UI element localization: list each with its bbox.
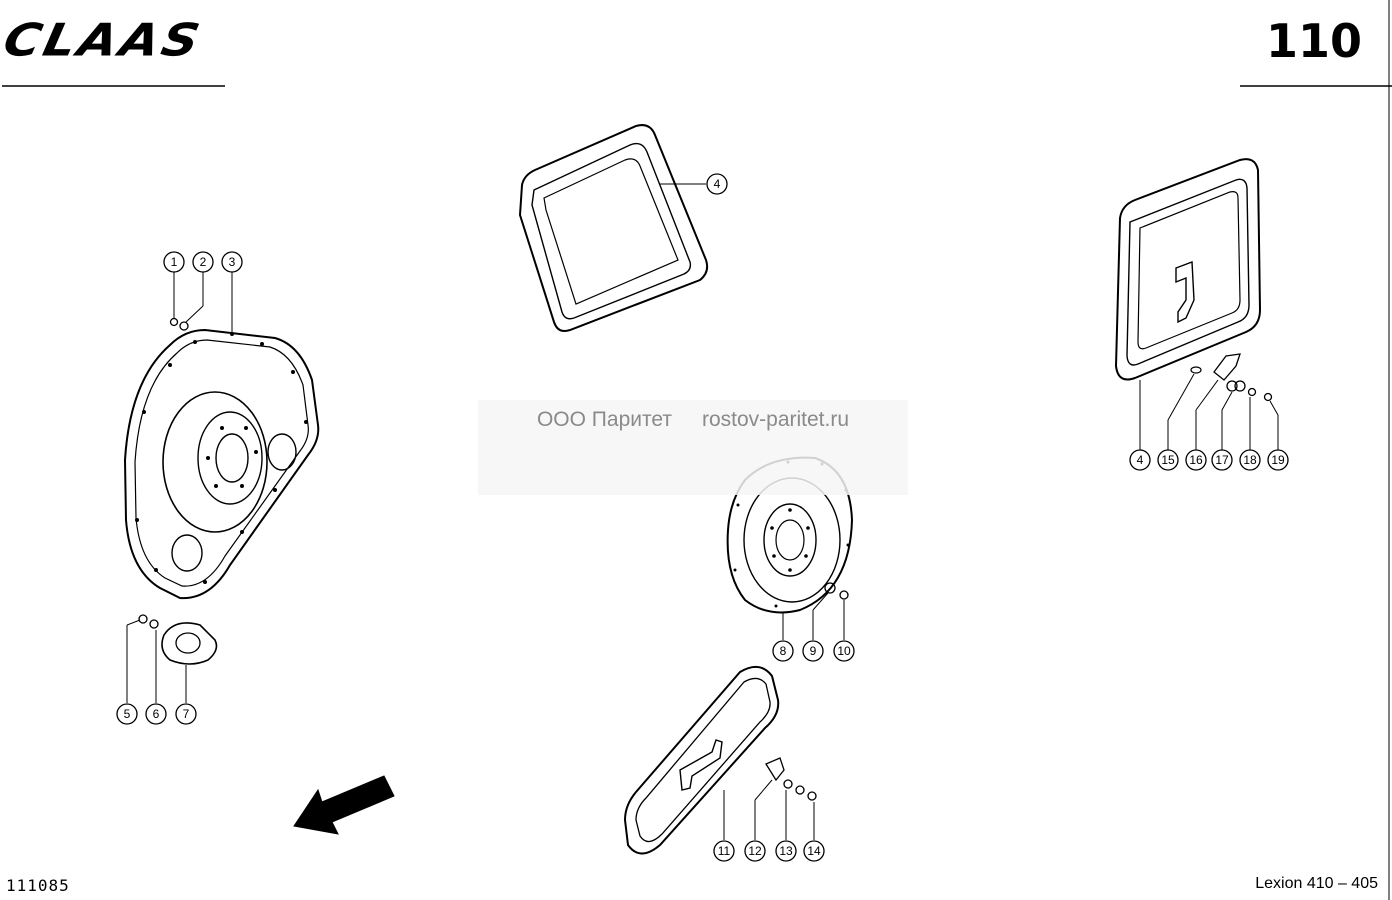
svg-text:4: 4 xyxy=(714,177,721,191)
callout-8: 8 xyxy=(772,640,794,662)
callout-7: 7 xyxy=(175,703,197,725)
latch-16 xyxy=(1213,353,1241,381)
callout-6: 6 xyxy=(145,703,167,725)
washer-2 xyxy=(179,321,189,331)
svg-text:6: 6 xyxy=(153,707,160,721)
watermark-company: ООО Паритет xyxy=(536,408,672,431)
door-panel-right xyxy=(1114,158,1262,381)
direction-arrow-icon xyxy=(293,775,395,835)
svg-text:13: 13 xyxy=(779,844,793,858)
svg-text:18: 18 xyxy=(1243,453,1257,467)
gasket-top xyxy=(518,124,709,332)
svg-text:9: 9 xyxy=(810,644,817,658)
latch-12 xyxy=(765,757,785,782)
washer-6 xyxy=(149,619,159,629)
callout-4-right: 4 xyxy=(1129,449,1151,471)
watermark-site: rostov-paritet.ru xyxy=(701,408,850,431)
doc-code: 111085 xyxy=(6,876,70,895)
svg-text:2: 2 xyxy=(200,255,207,269)
svg-text:11: 11 xyxy=(718,844,731,858)
callout-3: 3 xyxy=(221,251,243,273)
nut-1 xyxy=(169,317,179,327)
svg-text:7: 7 xyxy=(183,707,190,721)
svg-text:1: 1 xyxy=(171,255,178,269)
callout-10: 10 xyxy=(833,640,855,662)
svg-text:10: 10 xyxy=(837,644,851,658)
callout-5: 5 xyxy=(116,703,138,725)
callout-1: 1 xyxy=(163,251,185,273)
callout-19: 19 xyxy=(1267,449,1289,471)
callout-18: 18 xyxy=(1239,449,1261,471)
model-label: Lexion 410 – 405 xyxy=(1255,875,1378,892)
svg-text:4: 4 xyxy=(1137,453,1144,467)
page-number: 110 xyxy=(1265,14,1362,68)
callout-13: 13 xyxy=(775,840,797,862)
svg-text:5: 5 xyxy=(124,707,131,721)
callout-17: 17 xyxy=(1211,449,1233,471)
svg-text:17: 17 xyxy=(1215,453,1229,467)
svg-text:16: 16 xyxy=(1189,453,1203,467)
svg-text:15: 15 xyxy=(1161,453,1175,467)
svg-text:12: 12 xyxy=(748,844,762,858)
callout-16: 16 xyxy=(1185,449,1207,471)
svg-text:19: 19 xyxy=(1271,453,1285,467)
svg-text:3: 3 xyxy=(229,255,236,269)
housing-cover-plate xyxy=(123,328,320,600)
callout-15: 15 xyxy=(1157,449,1179,471)
watermark: ООО Паритет rostov-paritet.ru xyxy=(478,400,908,495)
callout-14: 14 xyxy=(803,840,825,862)
nut-5 xyxy=(138,614,148,624)
callout-4-top: 4 xyxy=(706,173,728,195)
callout-2: 2 xyxy=(192,251,214,273)
svg-text:14: 14 xyxy=(807,844,821,858)
door-panel-bottom xyxy=(623,665,780,855)
callout-11: 11 xyxy=(713,840,735,862)
callout-9: 9 xyxy=(802,640,824,662)
svg-text:8: 8 xyxy=(780,644,787,658)
callout-12: 12 xyxy=(744,840,766,862)
small-cover-7 xyxy=(161,622,218,665)
